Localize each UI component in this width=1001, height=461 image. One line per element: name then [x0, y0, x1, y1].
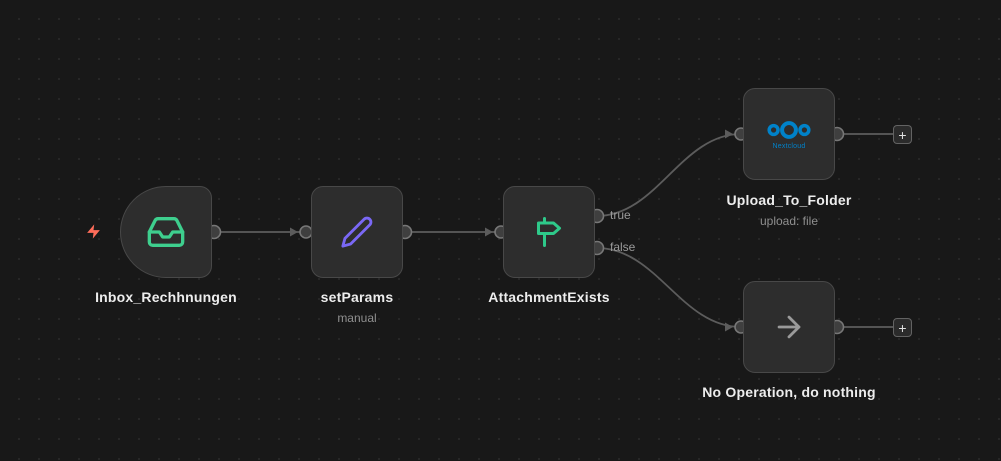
node-label-trigger: Inbox_Rechhnungen — [95, 289, 237, 305]
nextcloud-brand-text: Nextcloud — [772, 142, 806, 150]
node-setparams[interactable] — [311, 186, 403, 278]
node-no-operation[interactable] — [743, 281, 835, 373]
pencil-icon — [341, 216, 373, 248]
bolt-shape — [87, 224, 100, 239]
arrowhead-upload-input — [725, 129, 733, 139]
arrow-right-icon — [777, 315, 801, 339]
arrowhead-attachment-input — [485, 227, 493, 237]
nextcloud-icon — [767, 120, 811, 139]
node-label-setparams: setParams — [320, 289, 394, 305]
arrowhead-setparams-input — [290, 227, 298, 237]
node-sublabel-upload: upload: file — [759, 214, 819, 228]
output-label-true: true — [610, 208, 631, 222]
node-label-noop: No Operation, do nothing — [702, 384, 876, 400]
node-label-upload: Upload_To_Folder — [726, 192, 852, 208]
wire-false-to-noop[interactable] — [596, 247, 742, 328]
signpost-icon — [537, 217, 561, 247]
trigger-bolt-icon — [87, 224, 100, 239]
node-label-attachment: AttachmentExists — [488, 289, 610, 305]
output-label-false: false — [610, 240, 636, 254]
arrowhead-noop-input — [725, 322, 733, 332]
add-node-button-noop[interactable]: + — [893, 318, 912, 337]
node-inbox-trigger[interactable] — [120, 186, 212, 278]
inbox-icon — [147, 217, 185, 247]
add-node-button-upload[interactable]: + — [893, 125, 912, 144]
node-upload-to-folder[interactable]: Nextcloud — [743, 88, 835, 180]
node-sublabel-setparams: manual — [337, 311, 377, 325]
node-attachment-exists[interactable] — [503, 186, 595, 278]
